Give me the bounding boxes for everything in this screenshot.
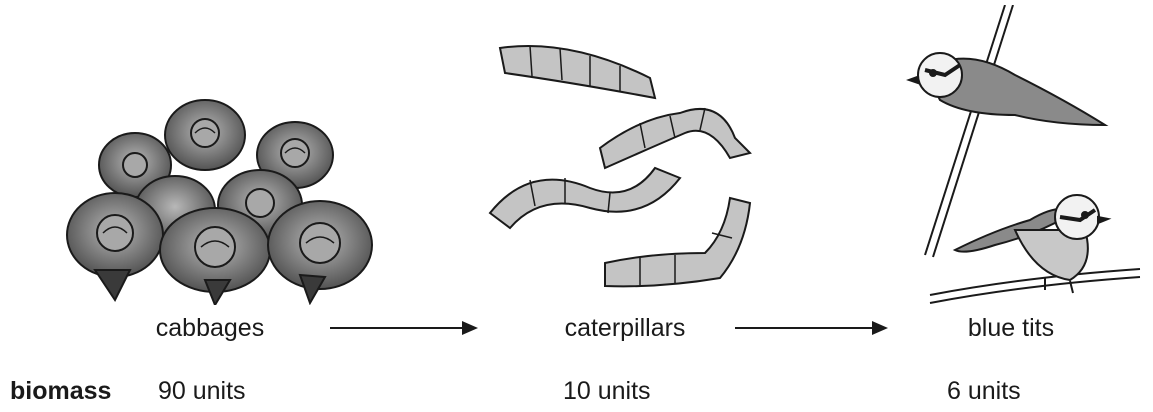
caterpillars-label: caterpillars <box>515 314 735 343</box>
arrow-caterpillars-to-blue-tits <box>735 318 890 338</box>
blue-tits-illustration <box>905 5 1145 305</box>
arrow-cabbages-to-caterpillars <box>330 318 480 338</box>
biomass-heading: biomass <box>10 377 111 406</box>
blue-tits-label: blue tits <box>901 314 1121 343</box>
cabbages-illustration <box>55 95 385 305</box>
biomass-caterpillars: 10 units <box>563 377 651 406</box>
biomass-blue-tits: 6 units <box>947 377 1021 406</box>
caterpillars-illustration <box>480 38 790 298</box>
biomass-cabbages: 90 units <box>158 377 246 406</box>
cabbages-label: cabbages <box>100 314 320 343</box>
